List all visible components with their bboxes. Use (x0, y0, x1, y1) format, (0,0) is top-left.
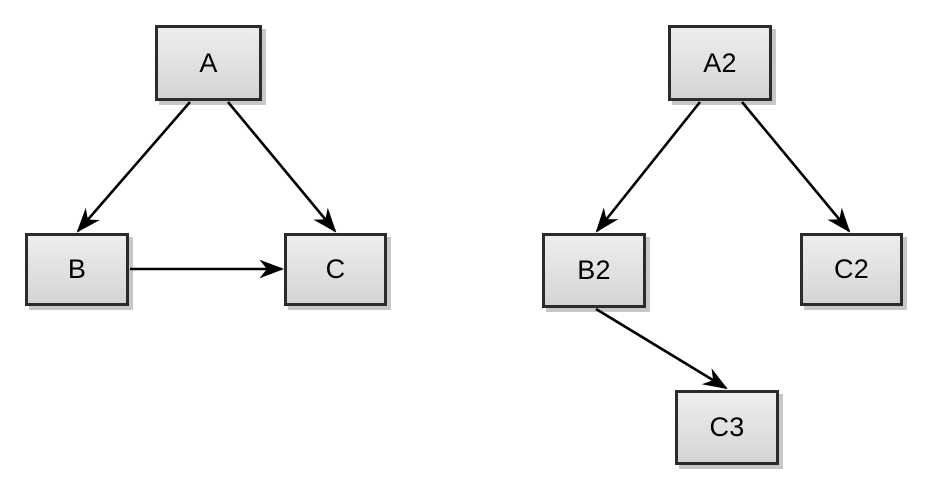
node-label: C3 (709, 412, 745, 442)
edge-a-to-b[interactable] (76, 101, 191, 233)
edge-b2-to-c3[interactable] (595, 307, 728, 390)
node-a2[interactable]: A2 (668, 25, 772, 101)
edge-a-to-c[interactable] (226, 101, 337, 233)
edge-a2-to-c2[interactable] (740, 101, 851, 233)
node-label: C2 (834, 254, 869, 284)
node-c[interactable]: C (284, 233, 387, 306)
edge-a2-to-b2[interactable] (595, 101, 702, 233)
node-label: B2 (577, 255, 611, 285)
node-c2[interactable]: C2 (800, 233, 903, 306)
node-label: B (67, 254, 87, 284)
node-a[interactable]: A (155, 25, 262, 101)
edge-group (76, 101, 851, 390)
node-label: A2 (703, 47, 737, 78)
node-b2[interactable]: B2 (542, 233, 646, 308)
node-b[interactable]: B (25, 233, 129, 306)
node-label: C (325, 254, 346, 284)
node-c3[interactable]: C3 (675, 390, 779, 465)
node-label: A (199, 47, 218, 78)
